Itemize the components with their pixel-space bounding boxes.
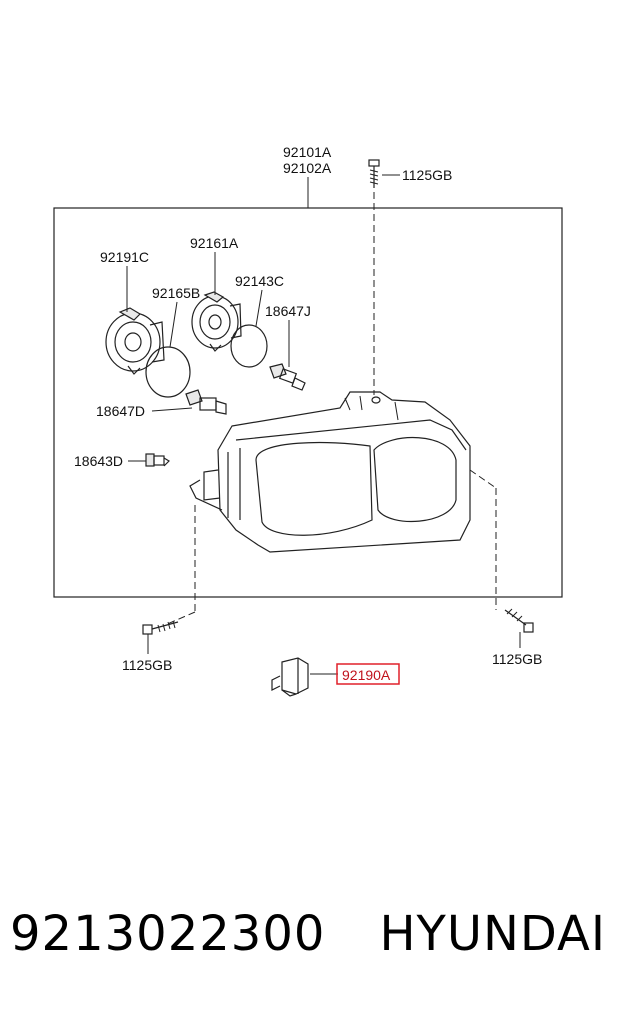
highlight-box-92190a <box>336 663 400 685</box>
part-number: 9213022300 <box>10 906 326 962</box>
bulb-18643d-icon <box>145 453 170 467</box>
label-1125gb-left: 1125GB <box>122 657 172 673</box>
bulb-18647d-icon <box>185 389 227 415</box>
brand-name: HYUNDAI <box>379 906 606 962</box>
bolt-left-icon <box>142 620 179 635</box>
label-18643d: 18643D <box>74 453 123 469</box>
bolt-right-icon <box>504 608 534 633</box>
socket-92191c-icon <box>105 307 165 375</box>
label-18647j: 18647J <box>265 303 311 319</box>
label-92161a: 92161A <box>190 235 239 251</box>
label-18647d: 18647D <box>96 403 145 419</box>
label-92101a: 92101A <box>283 144 332 160</box>
label-92143c: 92143C <box>235 273 284 289</box>
gasket-92143c-icon <box>230 324 268 368</box>
leader-18647d <box>151 407 193 412</box>
label-92190a[interactable]: 92190A <box>342 667 391 683</box>
socket-92161a-icon <box>191 291 242 352</box>
label-1125gb-top: 1125GB <box>402 167 452 183</box>
leader-92165b <box>169 301 178 348</box>
headlamp-housing-icon <box>189 391 471 553</box>
label-92165b: 92165B <box>152 285 200 301</box>
dash-right <box>469 469 497 489</box>
label-92102a: 92102A <box>283 160 332 176</box>
dash-left-horizontal <box>164 611 196 626</box>
footer: 9213022300 HYUNDAI <box>0 898 620 978</box>
actuator-92190a-icon <box>271 657 309 697</box>
gasket-92165b-icon <box>145 346 191 398</box>
label-1125gb-right: 1125GB <box>492 651 542 667</box>
bolt-top-icon <box>368 159 380 188</box>
leader-92143c <box>255 289 263 327</box>
bulb-18647j-icon <box>269 363 306 391</box>
label-92191c: 92191C <box>100 249 149 265</box>
